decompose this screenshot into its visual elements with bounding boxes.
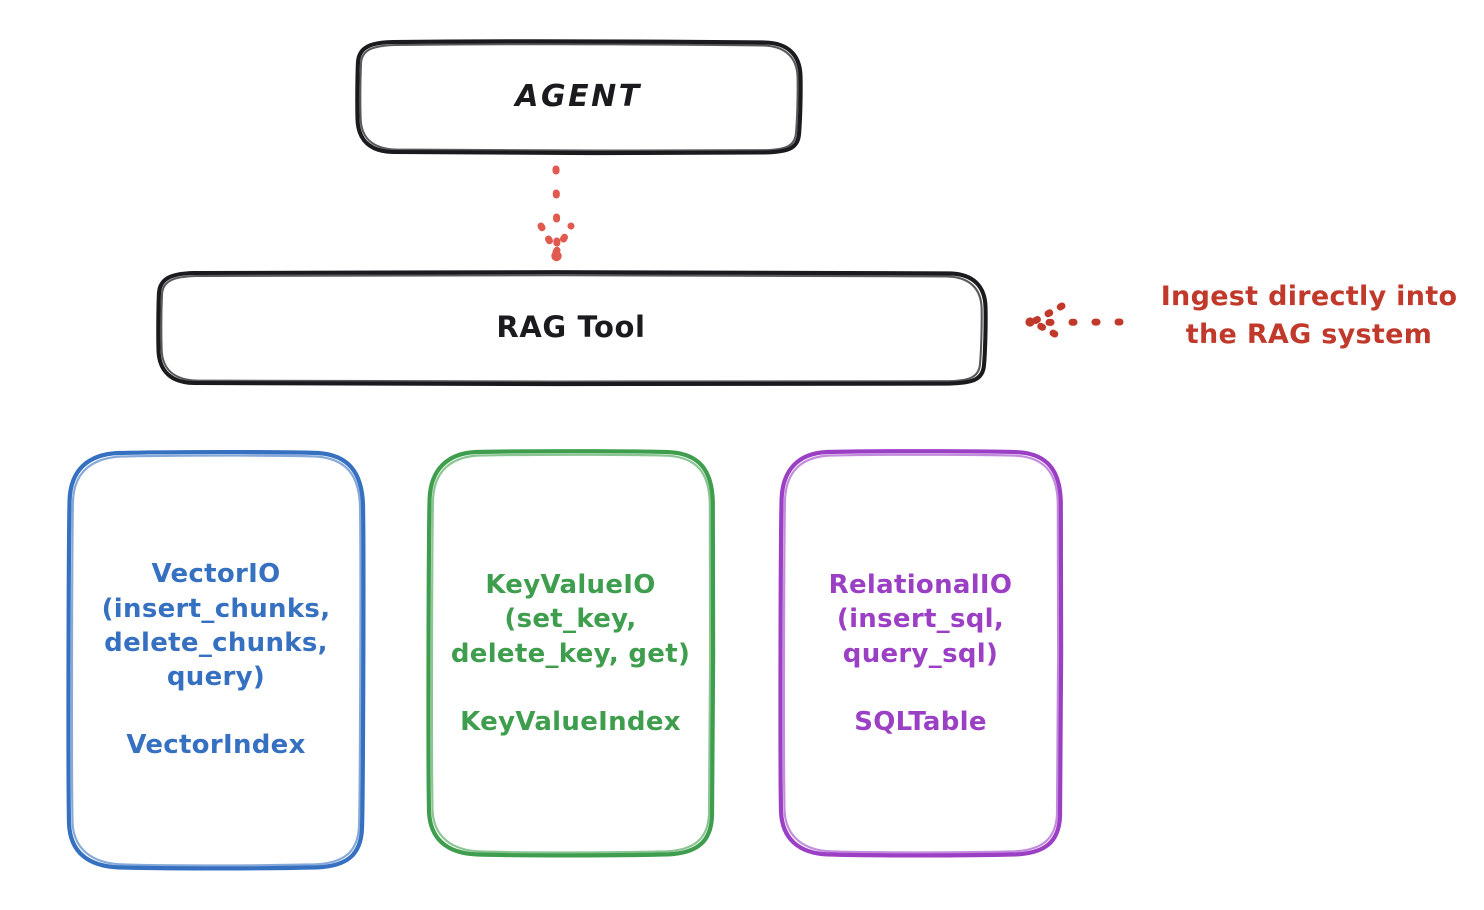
vector-io-node-label: VectorIO (insert_chunks, delete_chunks, … <box>68 452 364 868</box>
agent-to-rag-tool-arrow <box>537 165 575 262</box>
agent-node-label: AGENT <box>515 78 642 114</box>
vector-io-index-label: VectorIndex <box>126 730 306 761</box>
rag-tool-node-label: RAG Tool <box>496 310 646 345</box>
key-value-io-node-label: KeyValueIO (set_key, delete_key, get) Ke… <box>428 452 713 855</box>
vector-io-api-label: VectorIO (insert_chunks, delete_chunks, … <box>101 559 331 693</box>
relational-io-node-label: RelationalIO (insert_sql, query_sql) SQL… <box>780 452 1061 855</box>
relational-io-api-label: RelationalIO (insert_sql, query_sql) <box>828 569 1013 669</box>
key-value-io-api-label: KeyValueIO (set_key, delete_key, get) <box>450 569 691 669</box>
key-value-io-index-label: KeyValueIndex <box>460 706 681 737</box>
relational-io-index-label: SQLTable <box>854 706 987 737</box>
ingest-note-arrow <box>1025 302 1124 342</box>
ingest-annotation-text: Ingest directly into the RAG system <box>1160 281 1458 351</box>
